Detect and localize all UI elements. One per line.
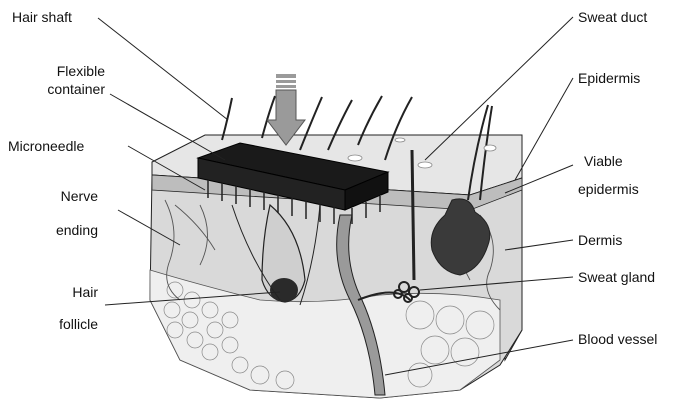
label-hair-follicle-line1: Hair — [20, 284, 98, 300]
hair-bulb — [270, 278, 298, 302]
label-sweat-gland: Sweat gland — [578, 269, 655, 285]
label-sweat-duct: Sweat duct — [578, 9, 647, 25]
label-microneedle: Microneedle — [8, 138, 84, 154]
label-epidermis: Epidermis — [578, 70, 640, 86]
label-viable-epidermis-line1: Viable — [584, 153, 623, 169]
pressure-arrow — [267, 74, 305, 145]
label-nerve-ending-line2: ending — [20, 222, 98, 238]
label-hair-follicle-line2: follicle — [20, 316, 98, 332]
label-viable-epidermis-line2: epidermis — [578, 181, 639, 197]
label-flexible-container-line1: Flexible — [20, 63, 105, 79]
label-hair-shaft: Hair shaft — [12, 9, 72, 25]
label-blood-vessel: Blood vessel — [578, 331, 657, 347]
label-nerve-ending-line1: Nerve — [20, 188, 98, 204]
label-dermis: Dermis — [578, 232, 622, 248]
label-flexible-container-line2: container — [20, 81, 105, 97]
sweat-duct-shape — [412, 150, 414, 280]
